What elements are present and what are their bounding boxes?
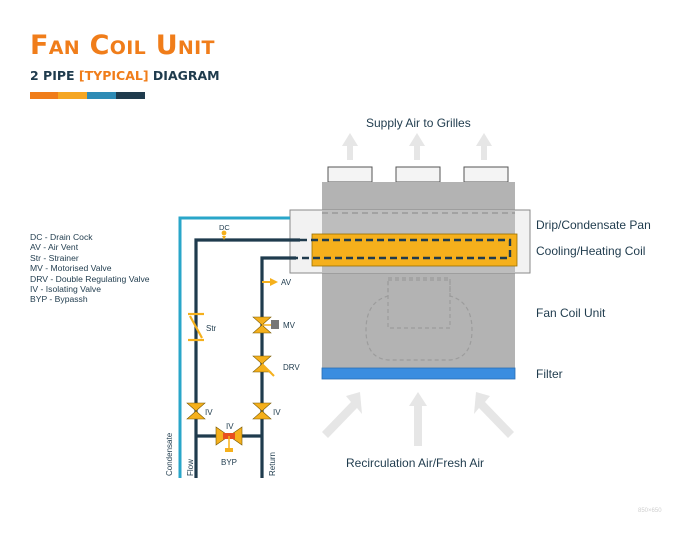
label-supply-air: Supply Air to Grilles — [366, 116, 471, 130]
legend-item-av: AV - Air Vent — [30, 242, 79, 253]
legend-item-byp: BYP - Bypassh — [30, 294, 88, 305]
legend-item-iv: IV - Isolating Valve — [30, 284, 102, 295]
color-bar-3 — [87, 92, 116, 99]
page-subtitle: 2 PIPE [TYPICAL] DIAGRAM — [30, 68, 220, 83]
strainer-icon — [188, 312, 204, 342]
tag-iv-flow: IV — [205, 408, 213, 417]
label-filter: Filter — [536, 367, 563, 381]
tag-drv: DRV — [283, 363, 300, 372]
label-drip-pan: Drip/Condensate Pan — [536, 218, 651, 232]
fan-icon — [365, 277, 473, 361]
supply-air-arrows — [342, 133, 492, 160]
watermark: 850×650 — [638, 508, 662, 514]
supply-outlet-1 — [327, 166, 373, 183]
supply-outlet-2 — [395, 166, 441, 183]
bypass-valve-icon — [215, 426, 243, 452]
tag-mv: MV — [283, 321, 296, 330]
color-bar-2 — [58, 92, 87, 99]
motorised-valve-icon — [252, 316, 279, 334]
legend-item-mv: MV - Motorised Valve — [30, 263, 112, 274]
legend-item-dc: DC - Drain Cock — [30, 232, 93, 242]
subtitle-prefix: 2 PIPE — [30, 68, 79, 83]
tag-iv-return: IV — [273, 408, 281, 417]
pipe-label-return: Return — [268, 452, 277, 476]
label-coil: Cooling/Heating Coil — [536, 244, 645, 258]
tag-byp: BYP — [221, 458, 237, 467]
air-vent-icon — [262, 278, 278, 286]
drain-cock-icon — [221, 230, 227, 240]
condensate-pipe — [178, 216, 290, 478]
recirculation-air-arrows — [322, 392, 514, 446]
subtitle-accent: [TYPICAL] — [78, 68, 149, 83]
label-recirculation: Recirculation Air/Fresh Air — [346, 456, 484, 470]
subtitle-suffix: DIAGRAM — [148, 68, 220, 83]
tag-dc: DC — [219, 223, 230, 232]
tag-iv-bypass: IV — [226, 422, 234, 431]
legend-item-str: Str - Strainer — [30, 252, 79, 263]
abbreviation-legend: DC - Drain Cock AV - Air Vent Str - Stra… — [30, 232, 150, 305]
double-regulating-valve-icon — [252, 355, 275, 377]
label-fcu: Fan Coil Unit — [536, 306, 606, 320]
supply-outlet-3 — [463, 166, 509, 183]
tag-av: AV — [281, 278, 292, 287]
pipe-label-condensate: Condensate — [165, 432, 174, 476]
page-title: Fan Coil Unit — [30, 30, 215, 61]
pipe-label-flow: Flow — [186, 459, 195, 476]
isolating-valve-return-icon — [252, 402, 272, 420]
color-bar-1 — [30, 92, 58, 99]
flow-pipe — [194, 238, 300, 478]
legend-item-drv: DRV - Double Regulating Valve — [30, 273, 150, 284]
color-bar-4 — [116, 92, 145, 99]
tag-str: Str — [206, 324, 217, 333]
isolating-valve-flow-icon — [186, 402, 206, 420]
filter — [321, 367, 516, 380]
